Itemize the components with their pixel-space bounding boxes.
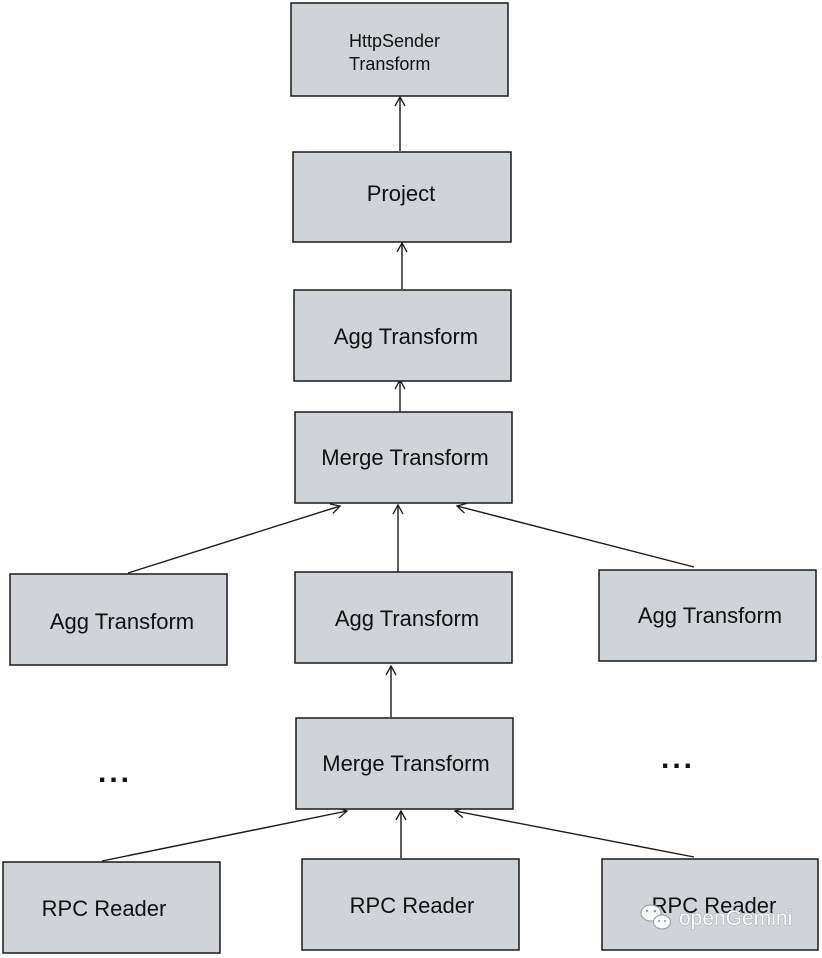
node-agg-transform-left: Agg Transform <box>9 573 228 666</box>
node-agg-transform-top: Agg Transform <box>293 289 512 382</box>
wechat-icon <box>640 904 672 930</box>
node-http-sender-line1: HttpSender <box>349 31 440 51</box>
node-agg-center-label: Agg Transform <box>335 606 479 631</box>
node-http-sender-transform: HttpSender Transform <box>290 2 509 97</box>
node-merge-transform-bottom: Merge Transform <box>295 717 514 810</box>
node-agg-transform-center: Agg Transform <box>294 571 513 664</box>
arrow-rpc-left-to-merge-bottom <box>101 807 349 862</box>
node-rpc-reader-center: RPC Reader <box>301 858 520 951</box>
node-project: Project <box>292 151 512 243</box>
node-project-label: Project <box>367 181 435 206</box>
watermark-text: openGemini <box>679 907 792 930</box>
arrow-rpc-right-to-merge-bottom <box>453 807 695 858</box>
node-http-sender-line2: Transform <box>349 54 430 74</box>
ellipsis-right: ... <box>661 742 695 775</box>
node-agg-transform-right: Agg Transform <box>598 569 817 662</box>
arrow-agg-right-to-merge-top <box>455 502 695 568</box>
node-rpc-reader-left: RPC Reader <box>2 861 221 954</box>
ellipsis-left: ... <box>98 756 132 789</box>
node-agg-left-label: Agg Transform <box>50 609 194 634</box>
node-rpc-center-label: RPC Reader <box>350 893 475 918</box>
node-merge-transform-top: Merge Transform <box>294 411 513 504</box>
arrows <box>101 95 695 862</box>
node-rpc-right-label: RPC Reader <box>652 893 777 918</box>
node-merge-top-label: Merge Transform <box>321 445 489 470</box>
node-rpc-left-label: RPC Reader <box>42 896 167 921</box>
node-agg-top-label: Agg Transform <box>334 324 478 349</box>
node-agg-right-label: Agg Transform <box>638 603 782 628</box>
node-rpc-reader-right: RPC Reader <box>601 858 819 951</box>
node-merge-bottom-label: Merge Transform <box>322 751 490 776</box>
watermark: openGemini <box>640 904 793 930</box>
arrow-agg-left-to-merge-top <box>127 503 342 574</box>
